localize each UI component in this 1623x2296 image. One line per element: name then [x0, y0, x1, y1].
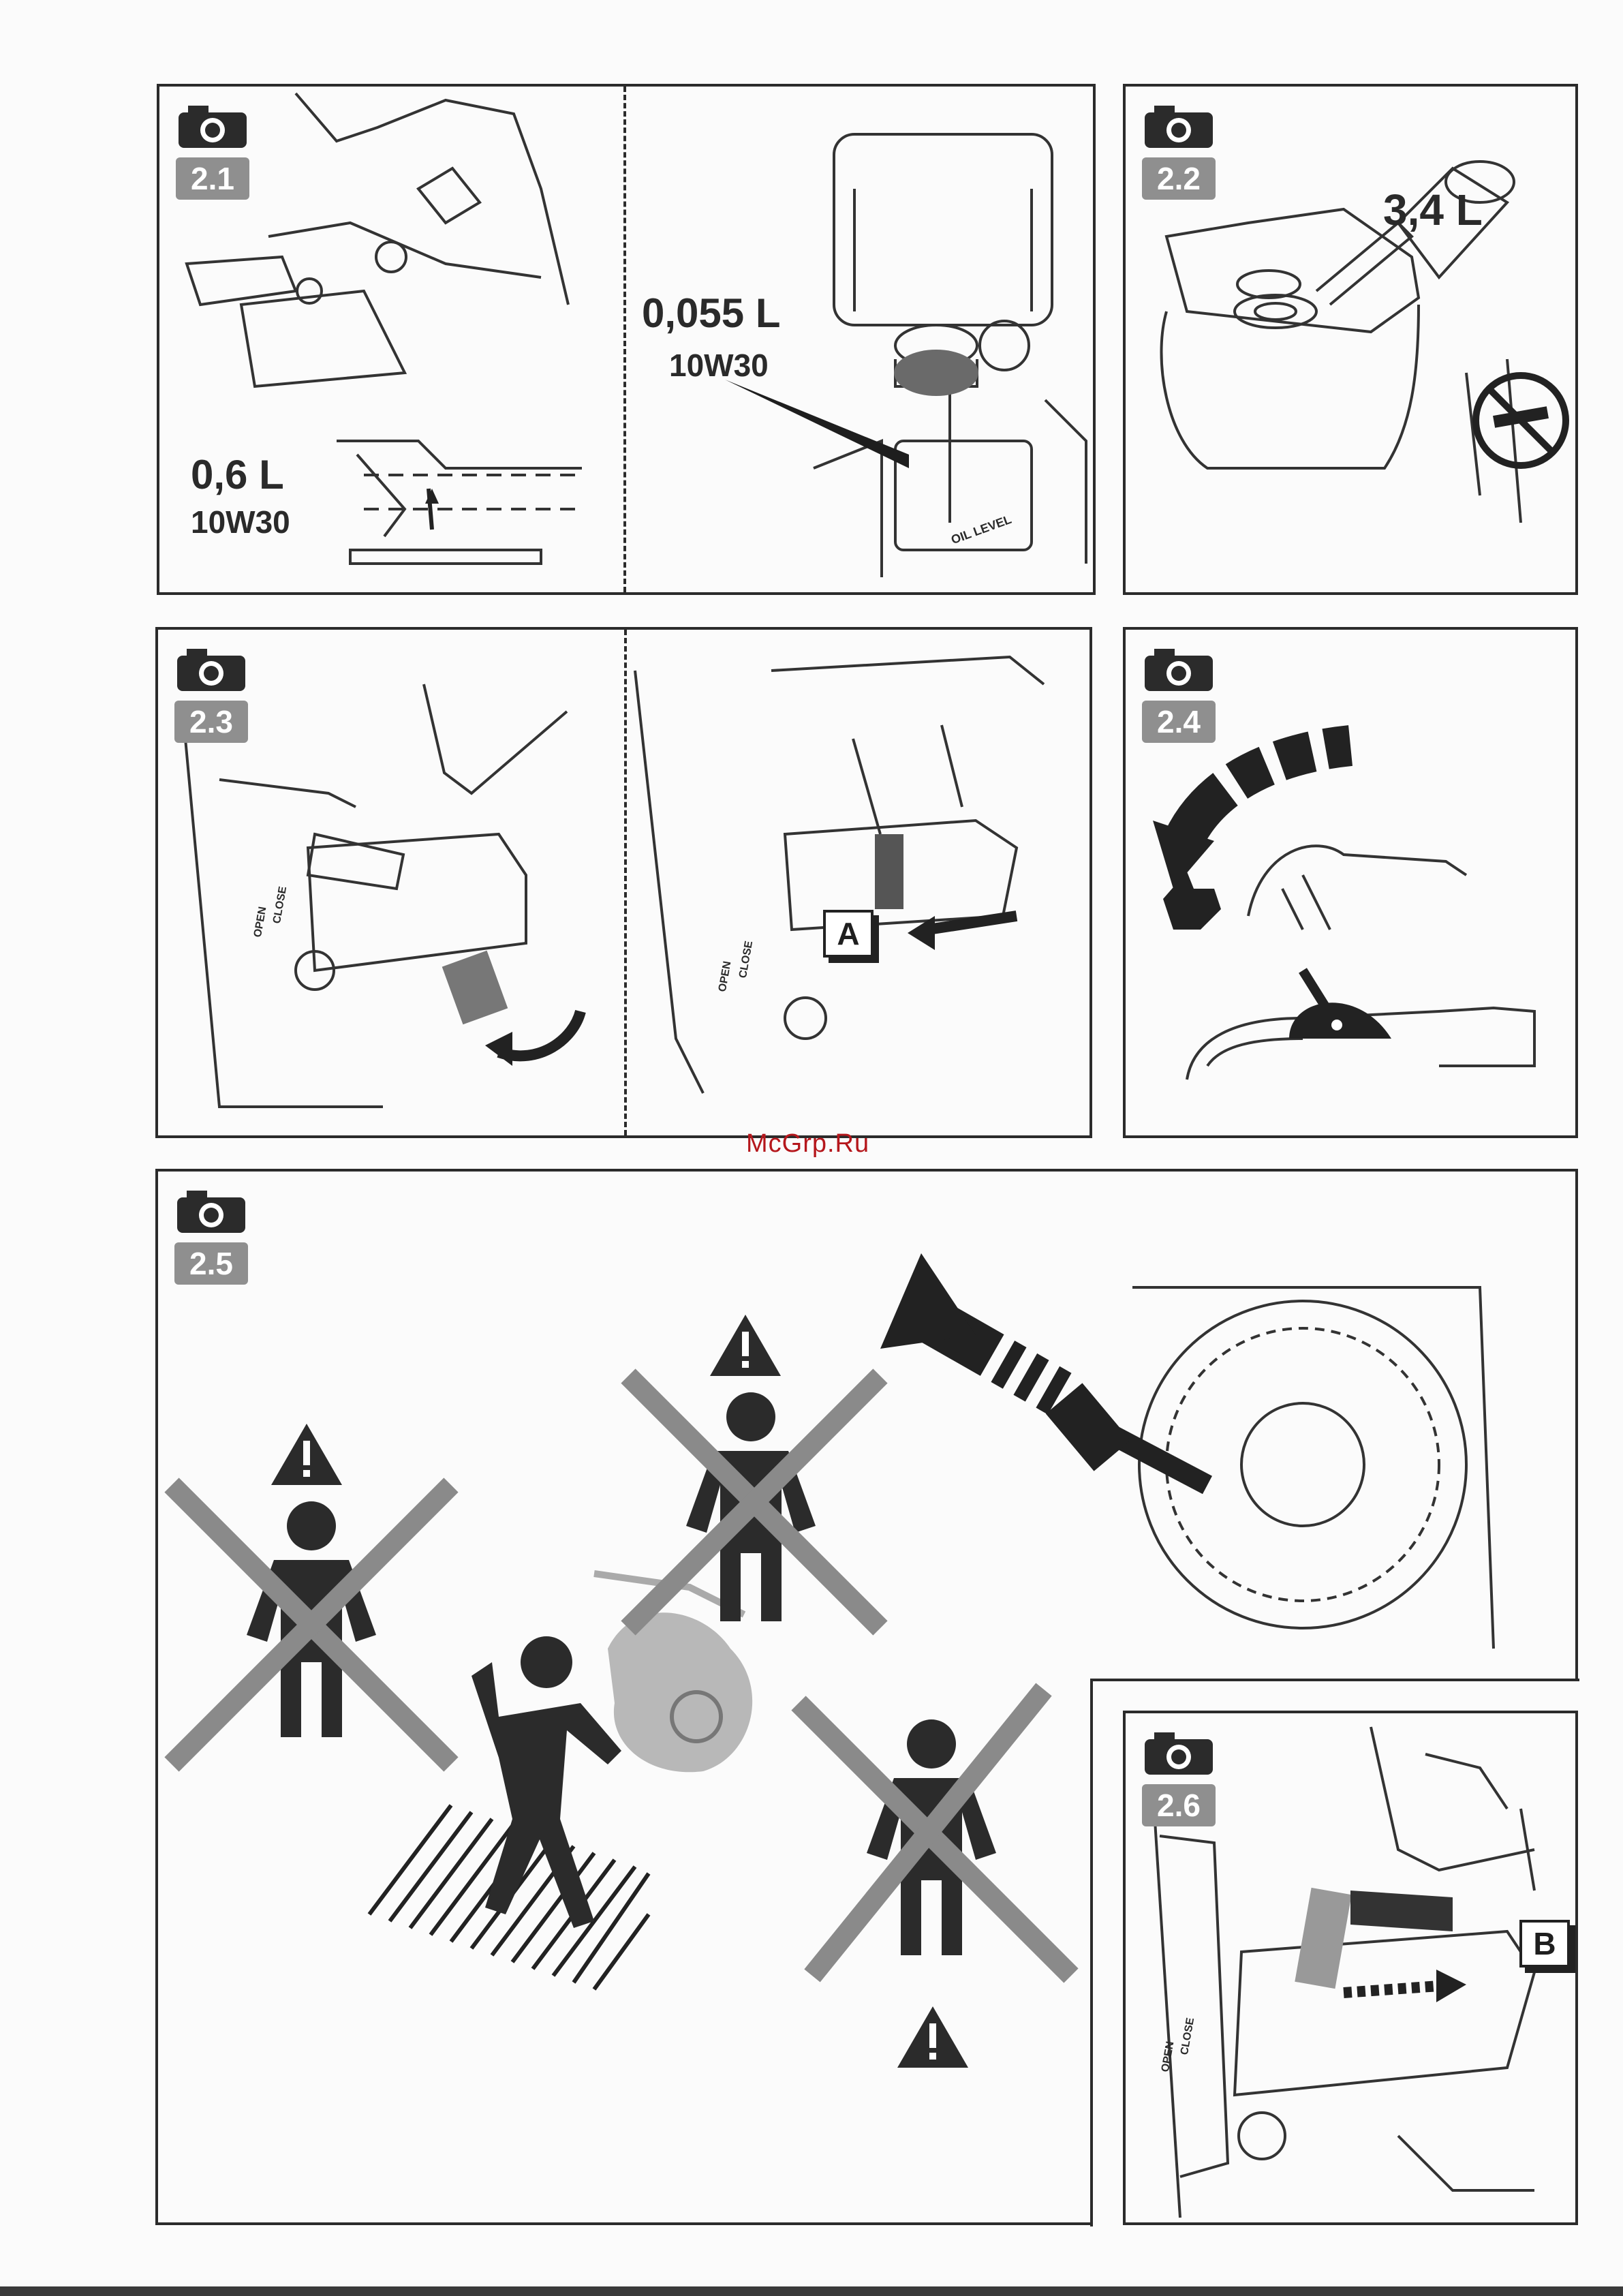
label-b: B [1519, 1920, 1570, 1968]
step-number: 2.1 [176, 157, 249, 200]
step-number: 2.4 [1142, 701, 1216, 743]
step-number: 2.5 [174, 1242, 248, 1285]
warning-icon [271, 1424, 342, 1485]
filter-oil-volume: 0,055 L [642, 290, 780, 337]
label-a: A [823, 910, 874, 958]
camera-icon [176, 103, 249, 151]
filter-oil-grade: 10W30 [669, 347, 769, 384]
warning-icon [710, 1315, 781, 1376]
panel-2-2: 2.2 3,4 L [1123, 84, 1578, 595]
photo-badge: 2.6 [1142, 1730, 1216, 1826]
engine-oil-grade: 10W30 [191, 504, 290, 540]
panel-2-6: 2.6 CLOSE OPEN B [1123, 1711, 1578, 2225]
photo-badge: 2.4 [1142, 646, 1216, 743]
camera-icon [174, 646, 248, 694]
photo-badge: 2.5 [174, 1188, 248, 1285]
bottom-bar [0, 2286, 1623, 2296]
step-number: 2.2 [1142, 157, 1216, 200]
panel-2-3: 2.3 CLOSE OPEN CLOSE OPEN A [155, 627, 1092, 1138]
watermark: McGrp.Ru [746, 1129, 869, 1159]
camera-icon [1142, 103, 1216, 151]
engine-oil-volume: 0,6 L [191, 451, 284, 498]
photo-badge: 2.1 [176, 103, 249, 200]
photo-badge: 2.3 [174, 646, 248, 743]
panel-divider [624, 630, 627, 1135]
fuel-volume: 3,4 L [1383, 185, 1483, 235]
panel-divider [623, 87, 626, 592]
panel-2-4: 2.4 [1123, 627, 1578, 1138]
step-number: 2.6 [1142, 1784, 1216, 1826]
camera-icon [174, 1188, 248, 1236]
warning-icon [897, 2006, 968, 2068]
step-number: 2.3 [174, 701, 248, 743]
camera-icon [1142, 1730, 1216, 1777]
camera-icon [1142, 646, 1216, 694]
panel-2-1: 2.1 0,6 L 10W30 0,055 L 10W30 OIL LEVEL [157, 84, 1096, 595]
photo-badge: 2.2 [1142, 103, 1216, 200]
engine-oil-illustration [159, 87, 1096, 595]
